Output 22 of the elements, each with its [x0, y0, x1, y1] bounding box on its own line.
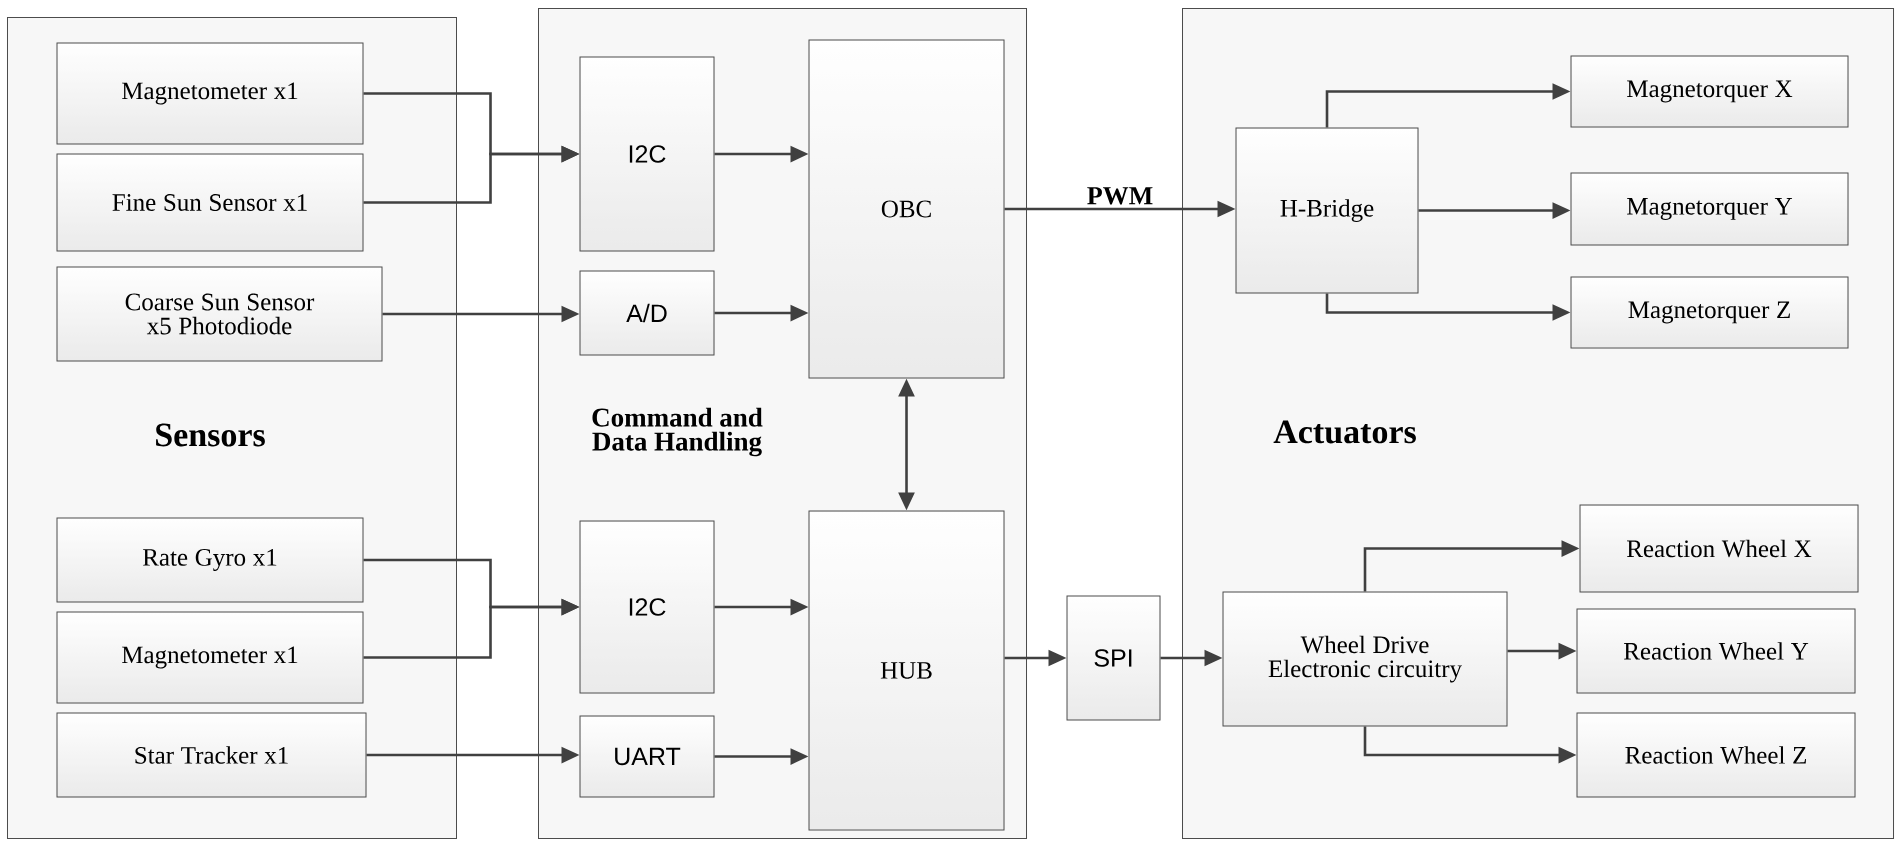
block-box: Coarse Sun Sensor x5 Photodiode: [56, 266, 383, 362]
block-box: Magnetometer x1: [56, 42, 364, 145]
block-box: I2C: [579, 520, 715, 694]
block-box: Reaction Wheel Z: [1576, 712, 1856, 798]
block-box: Reaction Wheel X: [1579, 504, 1859, 593]
block-box: UART: [579, 715, 715, 798]
block-box: OBC: [808, 39, 1005, 379]
block-box: I2C: [579, 56, 715, 252]
block-box: Magnetometer x1: [56, 611, 364, 704]
block-box: HUB: [808, 510, 1005, 831]
block-box: Magnetorquer Z: [1570, 276, 1849, 349]
edge-label: PWM: [1087, 187, 1153, 205]
block-box: A/D: [579, 270, 715, 356]
block-box: SPI: [1066, 595, 1161, 721]
block-box: Fine Sun Sensor x1: [56, 153, 364, 252]
block-box: Magnetorquer X: [1570, 55, 1849, 128]
block-box: Star Tracker x1: [56, 712, 367, 798]
block-box: Wheel Drive Electronic circuitry: [1222, 591, 1508, 727]
block-box: Rate Gyro x1: [56, 517, 364, 603]
block-box: Reaction Wheel Y: [1576, 608, 1856, 694]
block-box: Magnetorquer Y: [1570, 172, 1849, 246]
block-box: H-Bridge: [1235, 127, 1419, 294]
